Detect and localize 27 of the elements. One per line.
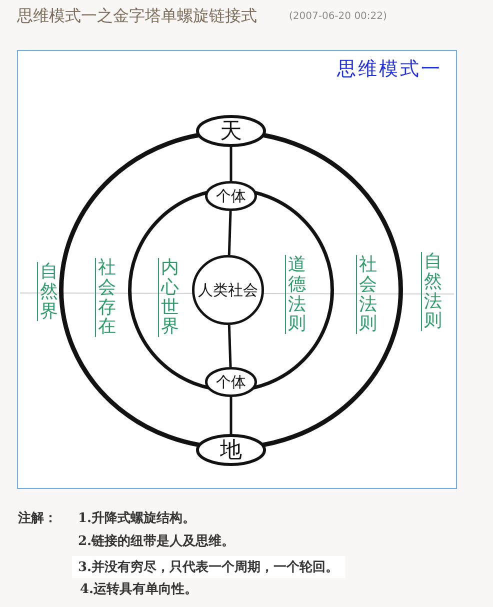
connector-line — [230, 397, 232, 434]
vertical-label: 自然法则 — [421, 252, 442, 332]
node-label: 天 — [220, 118, 242, 146]
node-label: 个体 — [216, 372, 246, 392]
node-label: 人类社会 — [198, 280, 258, 300]
node-label: 个体 — [216, 186, 246, 206]
ring — [128, 188, 334, 392]
ellipse-node — [192, 255, 264, 325]
note-text: 4.运转具有单向性。 — [80, 581, 198, 598]
vertical-label: 自然界 — [37, 262, 58, 322]
ellipse-node — [205, 181, 257, 211]
vertical-label: 社会法则 — [356, 255, 377, 334]
vertical-label: 社会存在 — [95, 258, 116, 338]
notes-heading: 注解： — [18, 510, 57, 527]
note-text: 1.升降式螺旋结构。 — [78, 510, 196, 527]
note-text: 3.并没有穷尽，只代表一个周期，一个轮回。 — [72, 556, 345, 578]
connector-line — [228, 210, 232, 256]
page-title: 思维模式一之金字塔单螺旋链接式 — [17, 6, 257, 27]
connector-line — [228, 324, 232, 368]
node-label: 地 — [220, 437, 242, 465]
vertical-label: 道德法则 — [285, 255, 306, 334]
ellipse-node — [205, 367, 257, 397]
timestamp: (2007-06-20 00:22) — [289, 11, 387, 22]
note-text: 2.链接的纽带是人及思维。 — [78, 532, 235, 550]
diagram-heading: 思维模式一 — [337, 57, 442, 82]
vertical-label: 内心世界 — [158, 258, 179, 338]
connector-line — [230, 147, 232, 181]
